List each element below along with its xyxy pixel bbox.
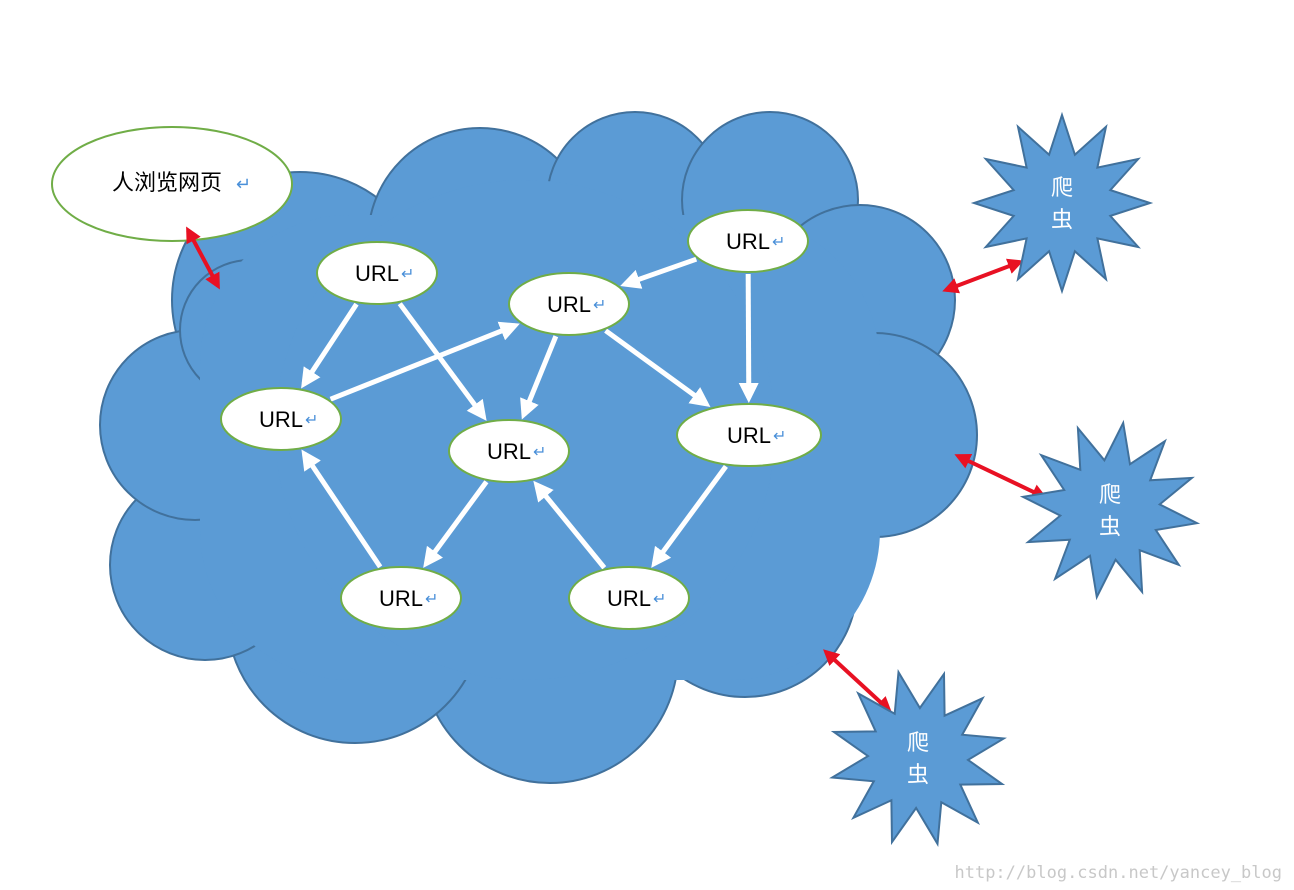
url-node-label: URL [726,229,770,254]
url-node-label: URL [487,439,531,464]
url-node-shape [676,403,822,467]
access-arrows [186,226,1048,713]
link-arrow-n8-n5 [533,480,607,570]
return-mark-icon: ↵ [772,234,785,251]
return-mark-icon: ↵ [401,266,414,283]
crawler-label: 爬 [1099,483,1121,508]
crawler-label: 虫 [1099,515,1121,540]
crawler-label: 虫 [907,763,929,788]
url-node-label: URL [607,586,651,611]
crawler-c3: 爬虫 [829,669,1007,847]
url-node-label: URL [379,586,423,611]
human-browsing-label: 人浏览网页 [112,171,222,196]
link-arrow-n5-n7 [423,480,489,568]
url-node-n4: URL↵ [220,387,342,451]
url-node-shape [568,566,690,630]
url-node-label: URL [259,407,303,432]
url-node-n6: URL↵ [676,403,822,467]
crawler-access-arrow-1 [942,258,1024,294]
url-node-n5: URL↵ [448,419,570,483]
url-nodes: URL↵URL↵URL↵URL↵URL↵URL↵URL↵URL↵ [220,209,822,630]
link-arrow-n4-n2 [329,321,520,402]
human-browsing-node [51,126,293,242]
url-node-shape [448,419,570,483]
url-node-n7: URL↵ [340,566,462,630]
watermark: http://blog.csdn.net/yancey_blog [954,863,1282,883]
url-node-shape [220,387,342,451]
url-node-n8: URL↵ [568,566,690,630]
crawler-access-arrow-2 [954,453,1048,500]
url-node-shape [316,241,438,305]
url-node-n3: URL↵ [687,209,809,273]
return-mark-icon: ↵ [425,591,438,608]
url-node-shape [340,566,462,630]
crawler-label: 虫 [1051,208,1073,233]
url-node-n2: URL↵ [508,272,630,336]
return-mark-icon: ↵ [236,174,251,194]
crawler-label: 爬 [907,731,929,756]
crawler-label: 爬 [1051,176,1073,201]
return-mark-icon: ↵ [593,297,606,314]
url-node-n1: URL↵ [316,241,438,305]
human-access-arrow [186,226,220,290]
url-node-label: URL [547,292,591,317]
return-mark-icon: ↵ [533,444,546,461]
url-node-label: URL [727,423,771,448]
return-mark-icon: ↵ [305,412,318,429]
url-node-shape [687,209,809,273]
crawler-starburst-shape [1019,419,1201,601]
link-arrow-n3-n2 [620,256,698,289]
link-arrow-n3-n6 [738,273,759,404]
url-links [301,256,759,570]
crawler-starburst-shape [970,111,1154,295]
url-node-shape [508,272,630,336]
crawler-starburst-shape [829,669,1007,847]
crawler-c1: 爬虫 [970,111,1154,295]
crawler-access-arrow-3 [823,649,892,713]
link-arrow-n1-n5 [397,302,487,421]
return-mark-icon: ↵ [773,428,786,445]
link-arrow-n1-n4 [301,302,359,389]
link-arrow-n2-n6 [604,328,711,407]
link-arrow-n7-n4 [301,449,383,569]
url-node-label: URL [355,261,399,286]
crawler-c2: 爬虫 [1019,419,1201,601]
link-arrow-n6-n8 [651,464,728,568]
return-mark-icon: ↵ [653,591,666,608]
link-arrow-n2-n5 [520,335,559,420]
